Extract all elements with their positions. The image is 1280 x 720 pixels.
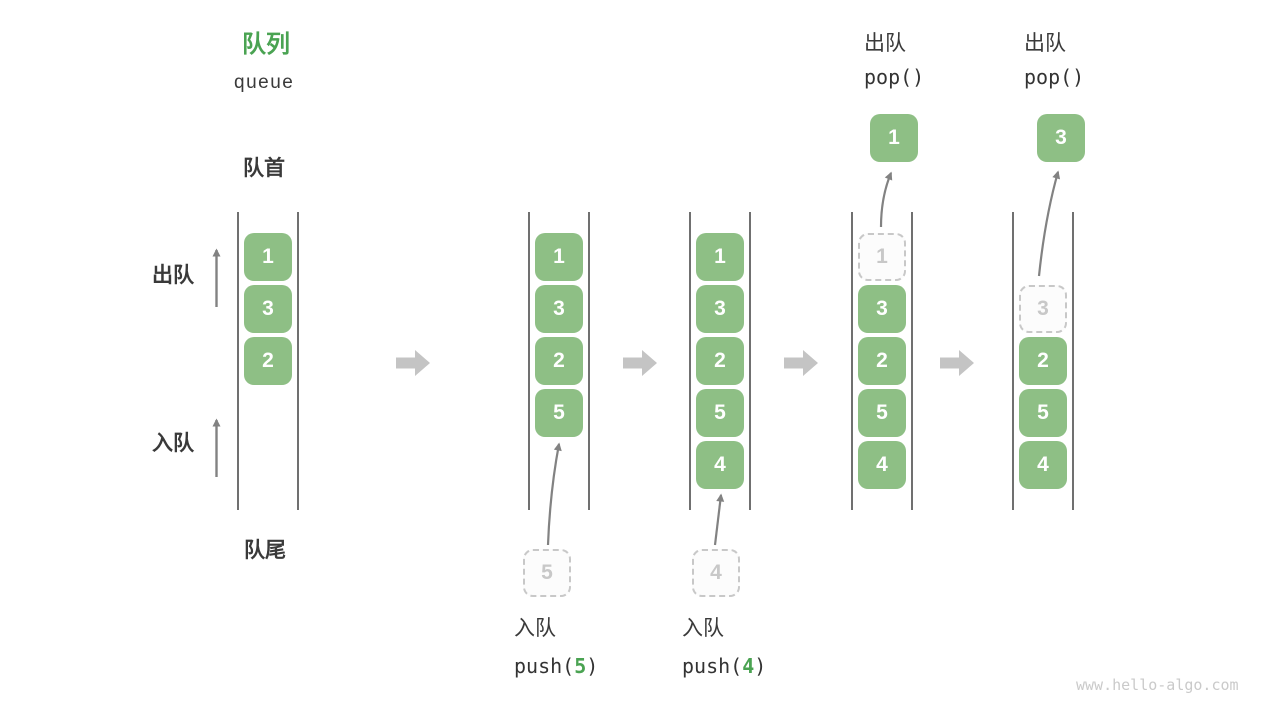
code-segment: push(	[682, 654, 743, 678]
queue-cell: 3	[535, 285, 583, 333]
queue-front-label: 队首	[243, 157, 285, 180]
dequeue-caption-label: 出队	[1024, 32, 1066, 55]
diagram-title: 队列	[242, 31, 290, 58]
queue-cell: 3	[696, 285, 744, 333]
queue-cell: 2	[1019, 337, 1067, 385]
queue-rear-label: 队尾	[244, 539, 286, 562]
queue-cell: 3	[244, 285, 292, 333]
enqueue-flow-arrow	[546, 442, 562, 546]
queue-cell: 2	[244, 337, 292, 385]
dequeue-flow-arrow	[1037, 170, 1061, 277]
queue-cell: 4	[1019, 441, 1067, 489]
next-state-arrow-icon	[940, 350, 974, 376]
enqueue-caption-code: push(5)	[514, 655, 598, 678]
incoming-cell: 5	[523, 549, 571, 597]
queue-cell: 1	[244, 233, 292, 281]
queue-cell: 5	[696, 389, 744, 437]
dequeue-caption-label: 出队	[864, 32, 906, 55]
enqueue-caption-label: 入队	[514, 617, 556, 640]
queue-cell: 4	[696, 441, 744, 489]
queue-cell: 2	[858, 337, 906, 385]
enqueue-flow-arrow	[713, 493, 725, 546]
enqueue-caption-label: 入队	[682, 617, 724, 640]
incoming-cell: 4	[692, 549, 740, 597]
dequeued-placeholder-cell: 3	[1019, 285, 1067, 333]
watermark: www.hello-algo.com	[1076, 676, 1239, 694]
queue-cell: 1	[696, 233, 744, 281]
enqueue-side-label: 入队	[152, 432, 194, 455]
queue-cell: 5	[1019, 389, 1067, 437]
next-state-arrow-icon	[784, 350, 818, 376]
diagram-subtitle: queue	[234, 72, 295, 93]
dequeue-caption-code: pop()	[1024, 66, 1084, 89]
queue-cell: 3	[858, 285, 906, 333]
dequeue-side-label: 出队	[152, 264, 194, 287]
queue-cell: 1	[535, 233, 583, 281]
popped-cell: 1	[870, 114, 918, 162]
queue-cell: 2	[696, 337, 744, 385]
code-segment: 5	[574, 654, 587, 678]
queue-cell: 4	[858, 441, 906, 489]
code-segment: push(	[514, 654, 575, 678]
enqueue-caption-code: push(4)	[682, 655, 766, 678]
dequeue-flow-arrow	[879, 171, 893, 228]
dequeued-placeholder-cell: 1	[858, 233, 906, 281]
code-segment: )	[586, 654, 599, 678]
code-segment: pop()	[864, 65, 925, 89]
code-segment: 4	[742, 654, 755, 678]
code-segment: pop()	[1024, 65, 1085, 89]
code-segment: )	[754, 654, 767, 678]
queue-cell: 5	[535, 389, 583, 437]
queue-cell: 2	[535, 337, 583, 385]
queue-cell: 5	[858, 389, 906, 437]
next-state-arrow-icon	[396, 350, 430, 376]
next-state-arrow-icon	[623, 350, 657, 376]
dequeue-caption-code: pop()	[864, 66, 924, 89]
popped-cell: 3	[1037, 114, 1085, 162]
